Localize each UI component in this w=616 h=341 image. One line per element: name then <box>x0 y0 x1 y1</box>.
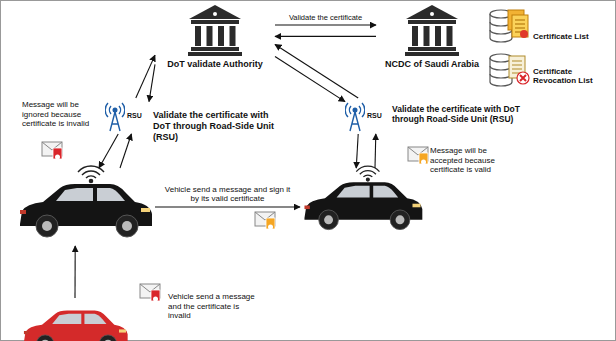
envelope-icon <box>140 284 160 302</box>
node-label: RSU <box>127 112 142 120</box>
vehicle: Vehicle send a message and the certifica… <box>20 298 130 341</box>
database-icon: Certificate Revocation List <box>488 50 608 88</box>
authority-building: DoT validate Authority <box>155 3 275 70</box>
database-icon <box>488 50 530 88</box>
annotation-text: Validate the certificate with DoT throug… <box>153 110 278 142</box>
node-label: Certificate List <box>533 32 607 44</box>
antenna-icon <box>345 100 365 132</box>
arrow-connector <box>275 56 345 101</box>
arrow-connector <box>155 206 300 207</box>
car-icon <box>20 298 130 341</box>
car-icon <box>15 168 155 246</box>
arrow-connector <box>99 134 118 168</box>
callout-text: Vehicle send a message and the certifica… <box>168 292 263 321</box>
rsu-tower: RSU <box>105 98 149 134</box>
arrow-connector <box>356 134 358 168</box>
envelope-icon <box>408 147 428 165</box>
arrow-connector <box>275 44 358 98</box>
arrow-connector <box>275 36 376 37</box>
building-icon <box>404 3 460 57</box>
edge-label: Validate the certificate <box>276 13 376 22</box>
node-label: DoT validate Authority <box>167 59 263 70</box>
edge-label: Vehicle send a message and sign it by it… <box>162 185 294 204</box>
node-label: NCDC of Saudi Arabia <box>385 59 479 70</box>
authority-building: NCDC of Saudi Arabia <box>376 3 488 70</box>
arrow-connector <box>120 134 131 168</box>
rsu-tower: RSU <box>345 98 389 134</box>
vehicle: Message will be ignored because certific… <box>15 168 155 246</box>
envelope-icon <box>42 142 62 160</box>
building-icon <box>187 3 243 57</box>
arrow-connector <box>149 64 155 101</box>
arrow-connector <box>374 134 376 168</box>
arrow-connector <box>74 246 75 298</box>
node-label: RSU <box>367 112 382 120</box>
car-icon <box>300 168 425 246</box>
antenna-icon <box>105 100 125 132</box>
callout-text: Message will be ignored because certific… <box>22 100 102 129</box>
node-label: Certificate Revocation List <box>533 67 607 88</box>
arrow-connector <box>136 55 155 98</box>
vehicle: Message will be accepted because certifi… <box>300 168 425 246</box>
envelope-icon <box>255 212 275 230</box>
annotation-text: Validate the certificate with DoT throug… <box>392 104 520 124</box>
arrow-connector <box>275 24 376 25</box>
database-icon <box>488 6 530 44</box>
database-icon: Certificate List <box>488 6 608 44</box>
callout-text: Message will be accepted because certifi… <box>430 146 518 175</box>
